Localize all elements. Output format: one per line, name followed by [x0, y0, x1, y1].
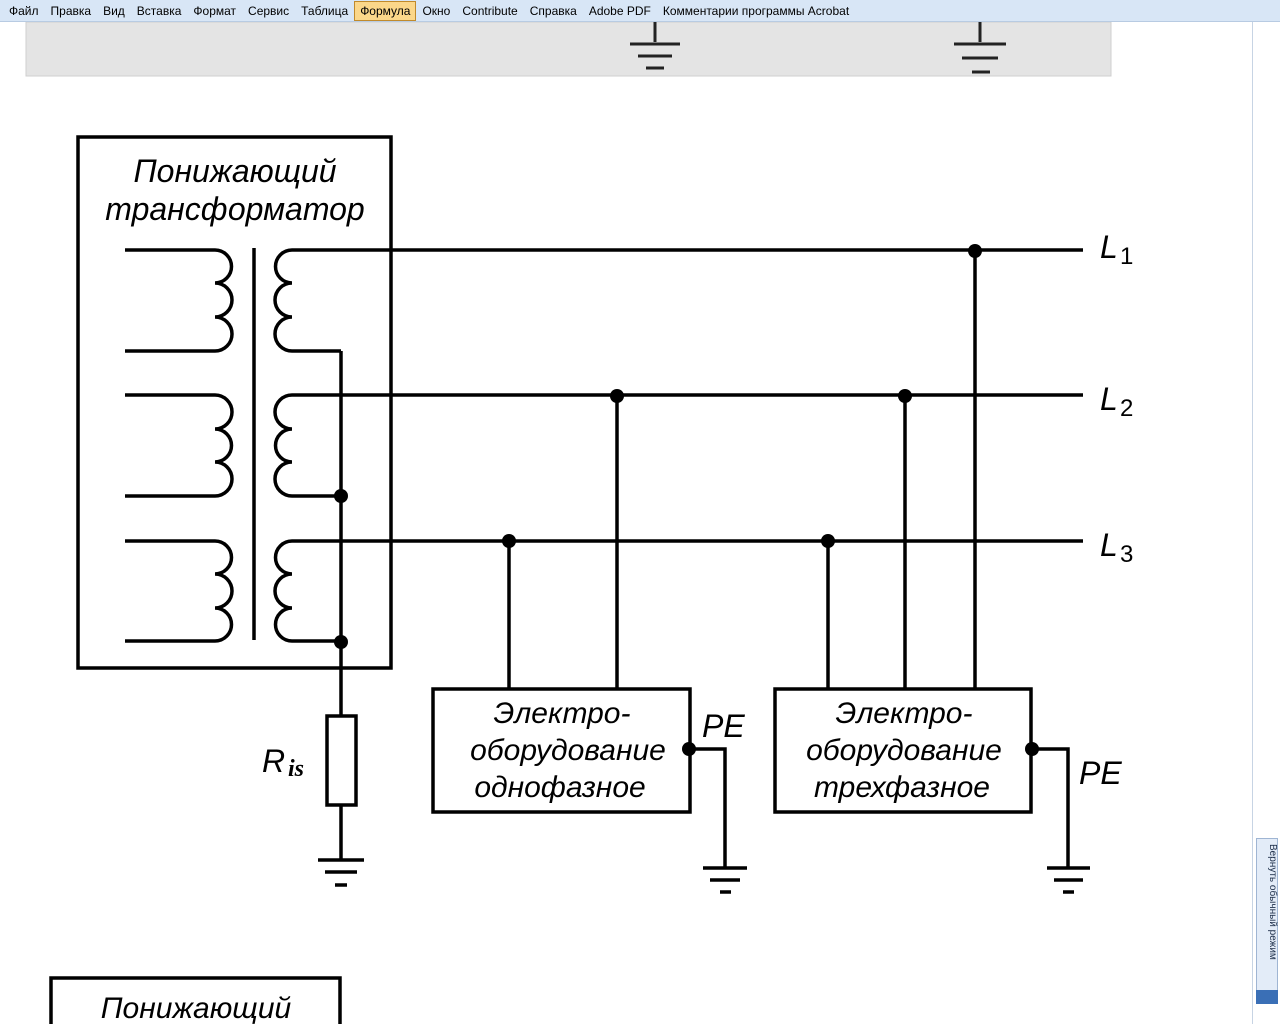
junction-dot — [334, 635, 348, 649]
resistor-label: R — [262, 743, 285, 779]
label-l1: L — [1100, 229, 1118, 265]
menu-adobe-pdf[interactable]: Adobe PDF — [588, 3, 651, 18]
equipment-taps — [507, 250, 977, 689]
menu-file[interactable]: Файл — [9, 3, 39, 18]
equip2-pe-conductor — [1032, 747, 1090, 894]
label-l1-sub: 1 — [1120, 243, 1133, 270]
three-phase-equipment: Электро- оборудование трехфазное — [773, 687, 1033, 814]
equip1-pe-label: PE — [702, 708, 745, 744]
junction-dot — [334, 489, 348, 503]
menu-insert[interactable]: Вставка — [136, 3, 182, 18]
equip2-line1: Электро- — [836, 697, 973, 730]
menu-acrobat-comments[interactable]: Комментарии программы Acrobat — [662, 3, 850, 18]
label-l2: L — [1100, 381, 1118, 417]
junction-dot — [898, 389, 912, 403]
primary-windings — [125, 248, 234, 643]
previous-figure-fragment — [25, 21, 1112, 77]
menu-help[interactable]: Справка — [529, 3, 577, 18]
equip1-line2: оборудование — [470, 734, 666, 767]
equip1-pe-conductor — [689, 747, 747, 894]
junction-dot — [821, 534, 835, 548]
next-figure-fragment: Понижающий — [49, 976, 342, 1025]
equip2-line2: оборудование — [806, 734, 1002, 767]
single-phase-equipment: Электро- оборудование однофазное — [431, 687, 692, 814]
junction-dot — [610, 389, 624, 403]
menu-format[interactable]: Формат — [193, 3, 237, 18]
menu-window[interactable]: Окно — [422, 3, 451, 18]
menu-edit[interactable]: Правка — [50, 3, 92, 18]
label-l3-sub: 3 — [1120, 541, 1133, 568]
transformer-title-line2: трансформатор — [105, 191, 364, 227]
transformer-title-line1: Понижающий — [133, 153, 336, 189]
next-figure-title: Понижающий — [101, 992, 292, 1024]
document-page: Понижающий трансформатор — [0, 21, 1252, 1025]
resistor-ris — [325, 714, 358, 807]
document-canvas: Понижающий трансформатор — [25, 21, 1133, 1025]
menu-view[interactable]: Вид — [103, 3, 125, 18]
equip1-line3: однофазное — [474, 771, 645, 804]
step-down-transformer: Понижающий трансформатор — [76, 135, 393, 670]
secondary-windings — [273, 248, 341, 643]
equip2-pe-label: PE — [1079, 755, 1122, 791]
equip2-line3: трехфазное — [814, 771, 990, 804]
return-normal-mode-label: Вернуть обычный режим — [1267, 844, 1278, 960]
return-normal-mode-icon[interactable] — [1256, 990, 1278, 1004]
menu-bar: Файл Правка Вид Вставка Формат Сервис Та… — [0, 0, 1280, 22]
line-labels: L 1 L 2 L 3 — [1100, 229, 1133, 568]
ground-icon — [318, 858, 364, 887]
resistor-subscript: is — [288, 756, 304, 782]
menu-formula[interactable]: Формула — [354, 0, 417, 21]
junction-dot — [502, 534, 516, 548]
label-l3: L — [1100, 527, 1118, 563]
menu-contribute[interactable]: Contribute — [462, 3, 518, 18]
phase-lines — [292, 248, 1083, 543]
menu-tools[interactable]: Сервис — [248, 3, 290, 18]
menu-table[interactable]: Таблица — [301, 3, 349, 18]
junction-dot — [968, 244, 982, 258]
label-l2-sub: 2 — [1120, 395, 1133, 422]
equip1-line1: Электро- — [494, 697, 631, 730]
